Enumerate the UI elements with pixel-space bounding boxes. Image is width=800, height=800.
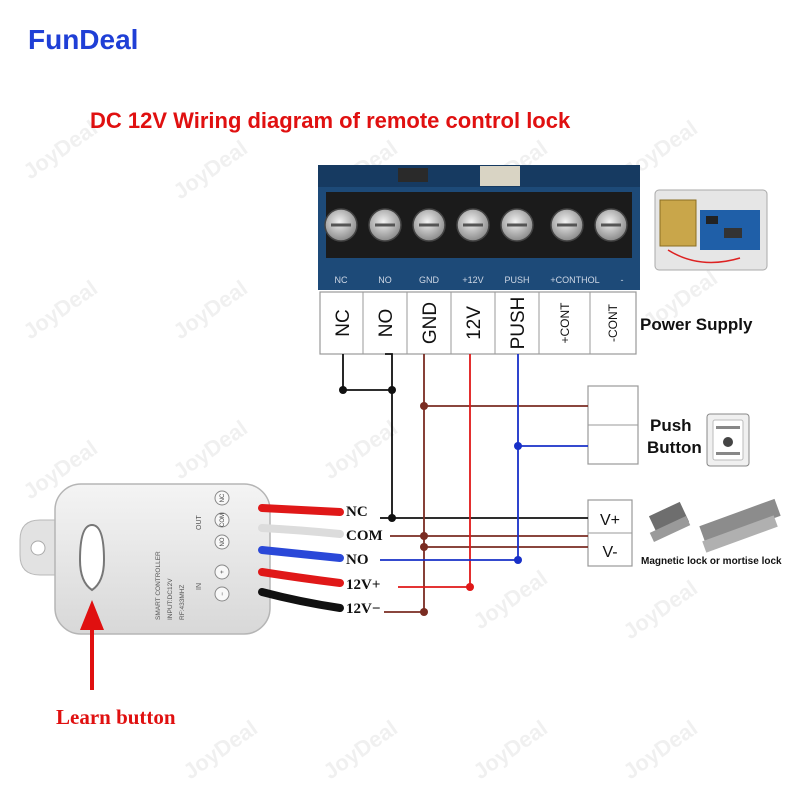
push-button-label-line1: Push: [650, 416, 692, 435]
wire-label-12vplus: 12V+: [346, 577, 380, 593]
case-text: SMART CONTROLLER: [155, 551, 162, 620]
exit-button-image: [706, 413, 750, 467]
lock-terminal-table: V+ V-: [587, 499, 633, 567]
case-text: RF:433MHZ: [179, 585, 186, 620]
terminal-label-gnd: GND: [420, 302, 441, 344]
board-component: [398, 168, 428, 182]
watermark: JoyDeal: [19, 115, 102, 184]
wire-black: [342, 354, 392, 391]
lead-wire-12vplus: [258, 568, 344, 587]
watermark: JoyDeal: [319, 415, 402, 484]
terminal-label-push: PUSH: [508, 297, 529, 350]
board-silkscreen: NC NO GND +12V PUSH +CONTHOL -: [335, 275, 624, 285]
watermark: JoyDeal: [469, 715, 552, 784]
push-button-terminal-table: [587, 385, 639, 465]
watermark: JoyDeal: [619, 575, 702, 644]
silk-label: PUSH: [504, 275, 529, 285]
in-label: IN: [196, 583, 203, 590]
lead-wire-nc: [258, 504, 344, 516]
terminal-label-nc: NC: [333, 309, 354, 336]
power-supply-label: Power Supply: [640, 315, 753, 334]
diagram-title: DC 12V Wiring diagram of remote control …: [90, 108, 571, 133]
wire-junctions: [339, 386, 522, 616]
silk-label: -: [621, 275, 624, 285]
port-label: +: [220, 570, 226, 574]
silk-label: +12V: [462, 275, 483, 285]
watermark: JoyDeal: [169, 135, 252, 204]
key-icon: [723, 437, 733, 447]
wire-label-12vminus: 12V−: [346, 601, 380, 617]
lead-wire-no: [258, 546, 344, 562]
learn-button-arrow: [80, 600, 104, 690]
port-label: NO: [220, 537, 226, 546]
watermark: JoyDeal: [169, 415, 252, 484]
terminal-label-minus-cont: -CONT: [606, 303, 620, 342]
port-label: −: [220, 592, 226, 596]
silk-label: GND: [419, 275, 440, 285]
silk-label: NC: [335, 275, 348, 285]
lock-terminal-vminus: V-: [602, 544, 617, 561]
port-label: NC: [220, 493, 226, 502]
power-supply-device-image: [654, 189, 768, 271]
watermark: JoyDeal: [469, 565, 552, 634]
silk-label: +CONTHOL: [550, 275, 599, 285]
magnetic-lock-image: [648, 498, 781, 553]
terminal-label-no: NO: [376, 309, 397, 338]
lead-wire-com: [258, 524, 344, 538]
controller-ports: NC COM NO + −: [214, 490, 230, 602]
wire-label-nc: NC: [346, 504, 368, 520]
transformer: [659, 199, 697, 247]
terminal-label-12v: 12V: [464, 306, 485, 340]
wire-blue: [380, 354, 519, 561]
watermark: JoyDeal: [319, 715, 402, 784]
brand-logo: FunDeal: [28, 24, 139, 55]
controller-lead-wires: [258, 504, 344, 612]
power-supply-terminal-table: NC NO GND 12V PUSH +CONT -CONT: [319, 291, 637, 355]
board-component: [480, 166, 520, 186]
terminal-label-plus-cont: +CONT: [558, 302, 572, 344]
watermark: JoyDeal: [169, 275, 252, 344]
wire-label-no: NO: [346, 552, 369, 568]
silk-label: NO: [378, 275, 392, 285]
lock-label: Magnetic lock or mortise lock: [641, 556, 782, 567]
port-label: COM: [220, 513, 226, 527]
lead-wire-12vminus: [258, 588, 344, 612]
wire-red: [398, 354, 471, 588]
wire-black: [385, 353, 588, 519]
lock-terminal-vplus: V+: [600, 512, 620, 529]
case-text: INPUT:DC12V: [167, 578, 174, 620]
power-supply-board: NC NO GND +12V PUSH +CONTHOL -: [318, 165, 640, 290]
learn-button-label: Learn button: [56, 705, 176, 729]
learn-button-outline[interactable]: [78, 523, 106, 592]
out-label: OUT: [196, 515, 203, 531]
watermark: JoyDeal: [179, 715, 262, 784]
watermark: JoyDeal: [619, 715, 702, 784]
wire-label-com: COM: [346, 528, 383, 544]
push-button-label-line2: Button: [647, 438, 702, 457]
watermark: JoyDeal: [19, 275, 102, 344]
terminal-screws: [324, 208, 628, 242]
wiring-lines: [342, 353, 588, 613]
remote-controller-module: SMART CONTROLLER INPUT:DC12V RF:433MHZ O…: [19, 483, 271, 635]
